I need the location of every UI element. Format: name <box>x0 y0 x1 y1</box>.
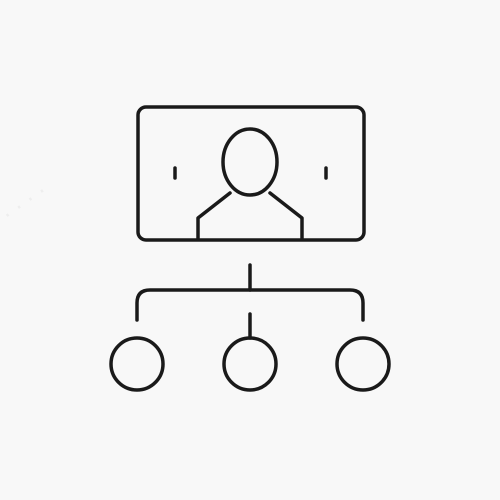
person-body-icon <box>196 191 304 240</box>
person-head-icon <box>221 127 279 197</box>
child-node-right-icon <box>335 336 391 392</box>
child-node-left-icon <box>109 336 165 392</box>
monitor-frame-icon <box>136 105 366 242</box>
connector-branch-icon <box>135 288 365 322</box>
child-node-center-icon <box>222 336 278 392</box>
